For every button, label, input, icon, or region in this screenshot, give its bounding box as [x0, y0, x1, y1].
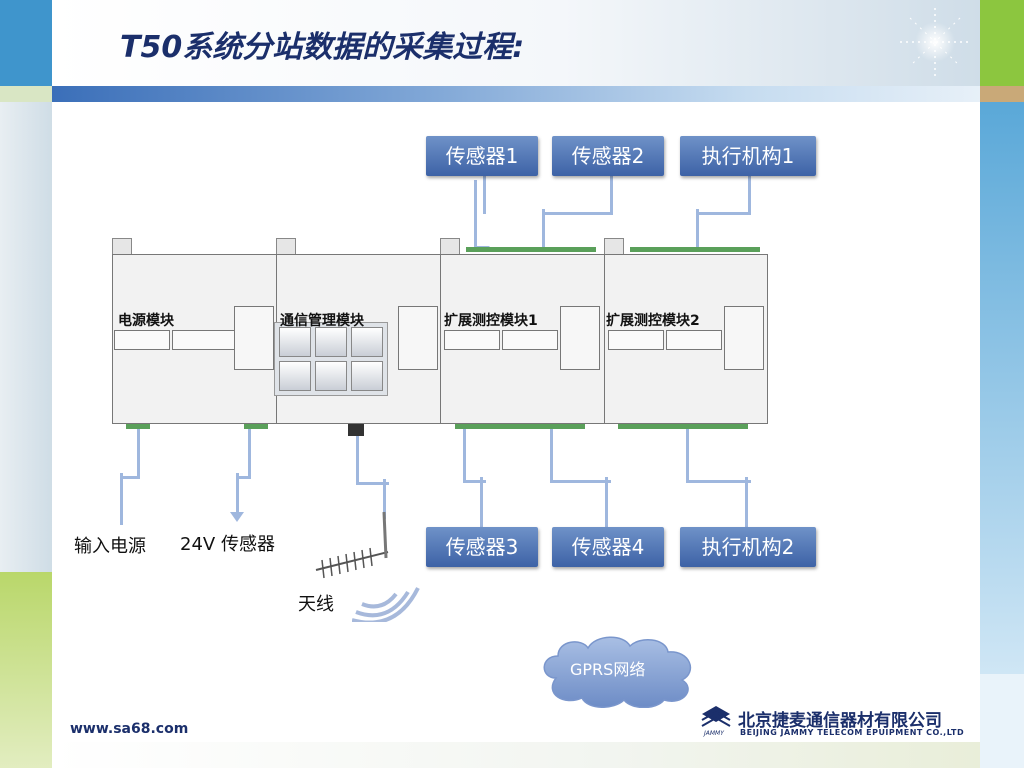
footer-url: www.sa68.com: [70, 721, 189, 737]
connector-actuator2-down: [745, 477, 751, 527]
io-module-1-label: 扩展测控模块1: [444, 313, 538, 329]
keypad-key: [315, 327, 347, 357]
module-panel: [234, 306, 274, 370]
right-strip-light: [980, 674, 1024, 768]
power-input-label: 输入电源: [74, 536, 146, 557]
sensor-2-box: 传感器2: [552, 136, 664, 176]
comm-module-label: 通信管理模块: [280, 313, 364, 329]
sensor-1-box: 传感器1: [426, 136, 538, 176]
module-panel: [560, 306, 600, 370]
module-panel: [398, 306, 438, 370]
connector-antenna-down: [383, 479, 389, 519]
actuator-1-box: 执行机构1: [680, 136, 816, 176]
antenna-label: 天线: [298, 594, 334, 615]
terminal-strip: [244, 424, 268, 429]
sparkle-decoration: [900, 8, 972, 76]
connector-sensor2: [542, 176, 613, 215]
keypad-key: [279, 361, 311, 391]
terminal-strip: [126, 424, 150, 429]
terminal-strip: [630, 247, 760, 252]
keypad-key: [351, 361, 383, 391]
module-panel: [172, 330, 236, 350]
connector-power-input-down: [120, 473, 126, 525]
connector-actuator1: [696, 176, 751, 215]
connector-sensor4-down: [605, 477, 611, 527]
left-strip-blue: [0, 0, 52, 86]
keypad-key: [279, 327, 311, 357]
right-strip-green: [980, 0, 1024, 86]
connector-actuator2: [686, 428, 751, 483]
connector-power-input: [120, 428, 140, 479]
arrow-24v-icon: [230, 512, 244, 522]
gprs-cloud-icon: [543, 636, 692, 708]
connector-antenna: [356, 436, 389, 485]
connector-24v-down: [236, 473, 242, 519]
company-logo-small-text: JAMMY: [704, 730, 724, 737]
keypad-key: [351, 327, 383, 357]
module-panel: [502, 330, 558, 350]
footer-band: [52, 742, 980, 768]
left-strip-teal: [0, 86, 52, 102]
module-panel: [666, 330, 722, 350]
io-module-2-label: 扩展测控模块2: [606, 313, 700, 329]
connector-sensor3-down: [480, 477, 486, 527]
company-logo-icon: [701, 706, 731, 727]
connector-sensor1-up: [483, 176, 489, 214]
left-strip-green: [0, 572, 52, 768]
terminal-strip: [466, 247, 596, 252]
header-band: [52, 0, 980, 86]
left-strip-gray: [0, 102, 52, 572]
module-panel: [444, 330, 500, 350]
module-panel: [608, 330, 664, 350]
right-strip-blue: [980, 102, 1024, 674]
right-strip-tan: [980, 86, 1024, 102]
keypad-key: [315, 361, 347, 391]
page-title: T50系统分站数据的采集过程:: [120, 30, 525, 65]
title-divider-bar: [52, 86, 980, 102]
sensor-24v-label: 24V 传感器: [180, 534, 275, 555]
sensor-3-box: 传感器3: [426, 527, 538, 567]
wireless-waves-icon: [352, 587, 420, 622]
power-module-label: 电源模块: [118, 313, 174, 329]
terminal-strip: [455, 424, 585, 429]
company-name-en: BEIJING JAMMY TELECOM EPUIPMENT CO.,LTD: [740, 728, 965, 737]
actuator-2-box: 执行机构2: [680, 527, 816, 567]
company-name-cn: 北京捷麦通信器材有限公司: [738, 711, 942, 731]
connector-sensor2-down: [542, 209, 548, 247]
module-panel: [724, 306, 764, 370]
sensor-4-box: 传感器4: [552, 527, 664, 567]
module-panel: [114, 330, 170, 350]
connector-sensor3: [463, 428, 486, 483]
connector-actuator1-down: [696, 209, 702, 247]
gprs-cloud-label: GPRS网络: [570, 660, 646, 679]
terminal-strip: [618, 424, 748, 429]
antenna-jack: [348, 424, 364, 436]
connector-24v: [238, 428, 251, 479]
connector-sensor4: [550, 428, 611, 483]
antenna-icon: [315, 511, 389, 579]
